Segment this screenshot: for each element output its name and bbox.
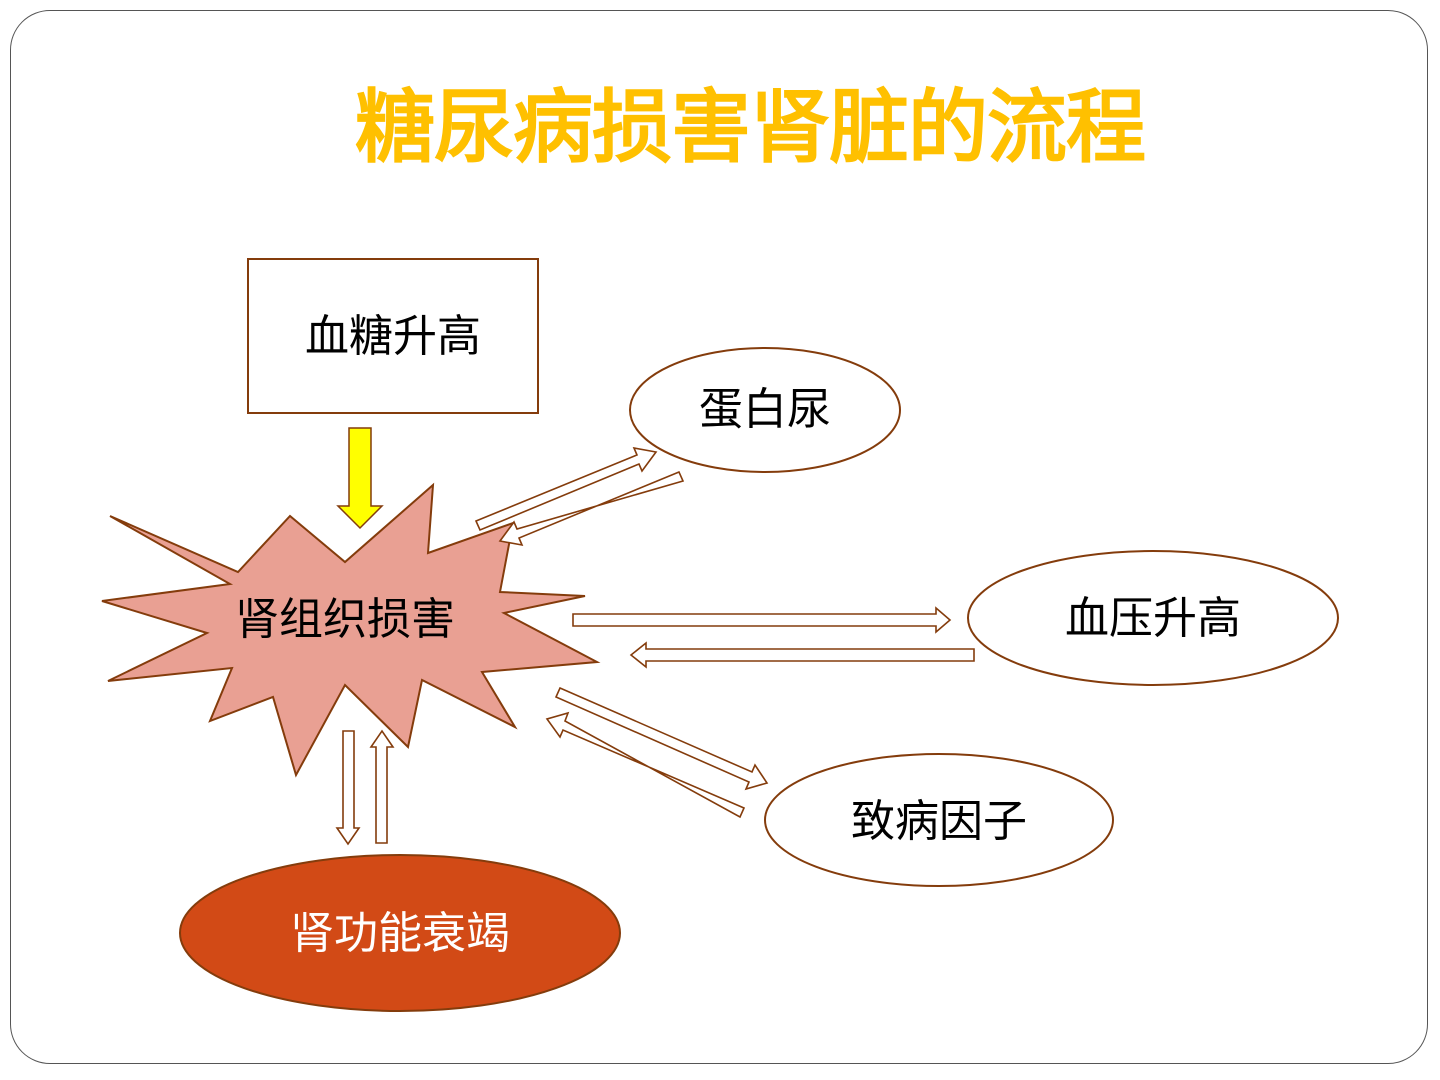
proteinuria-ellipse	[629, 347, 901, 473]
kidney-damage-burst	[101, 482, 601, 778]
blood-pressure-label: 血压升高	[1065, 593, 1241, 644]
proteinuria-label: 蛋白尿	[699, 384, 831, 435]
arrow-from-blood-pressure	[629, 641, 975, 669]
pathogenic-factors-label: 致病因子	[851, 796, 1027, 847]
arrow-to-pathogenic-factors	[554, 686, 769, 791]
kidney-failure-ellipse	[179, 854, 621, 1012]
arrow-to-blood-pressure	[572, 606, 952, 634]
arrow-from-kidney-failure	[369, 729, 395, 844]
arrow-to-proteinuria	[474, 446, 658, 532]
kidney-failure-label: 肾功能衰竭	[290, 908, 510, 959]
arrow-to-kidney-failure	[335, 730, 361, 846]
kidney-damage-label: 肾组织损害	[235, 594, 455, 645]
blood-pressure-ellipse	[967, 550, 1339, 686]
blood-sugar-label: 血糖升高	[305, 311, 481, 362]
blood-sugar-box	[247, 258, 539, 414]
arrow-from-pathogenic-factors	[545, 711, 746, 819]
page-title: 糖尿病损害肾脏的流程	[355, 81, 1146, 174]
arrow-from-proteinuria	[498, 470, 685, 547]
yellow-down-arrow	[336, 427, 384, 530]
pathogenic-factors-ellipse	[764, 753, 1114, 887]
